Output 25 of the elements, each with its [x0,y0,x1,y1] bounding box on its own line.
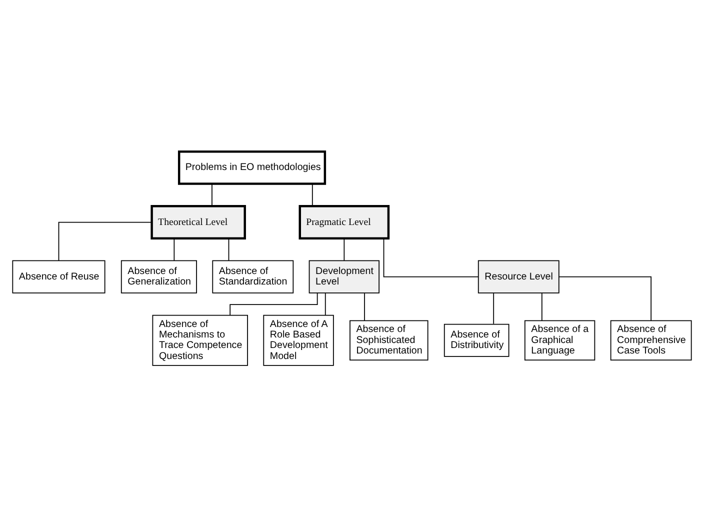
node-box: Absence of a Graphical Language [524,320,596,360]
connector [541,292,542,322]
node-box: Absence of Mechanisms to Trace Competence Questions [152,314,248,366]
node-box: Absence of Standardization [212,260,294,294]
connector [493,292,494,324]
node-box: Theoretical Level [150,205,246,240]
connector [174,238,175,261]
connector [58,222,152,261]
connector [312,184,313,206]
connector [558,276,652,322]
node-box: Pragmatic Level [298,205,390,240]
node-box: Absence of Generalization [120,260,197,294]
connector [383,238,479,278]
connector [344,238,345,261]
node-box: Problems in EO methodologies [178,150,326,185]
connector [324,292,326,316]
connector [228,238,230,261]
node-box: Resource Level [478,260,560,294]
node-box: Absence of A Role Based Development Model [263,314,334,366]
node-box: Absence of Distributivity [444,324,510,357]
node-box: Absence of Sophisticated Documentation [350,320,428,360]
node-box: Absence of Reuse [12,260,106,294]
node-box: Absence of Comprehensive Case Tools [610,320,692,360]
connector [364,292,365,322]
node-box: Development Level [308,260,380,294]
